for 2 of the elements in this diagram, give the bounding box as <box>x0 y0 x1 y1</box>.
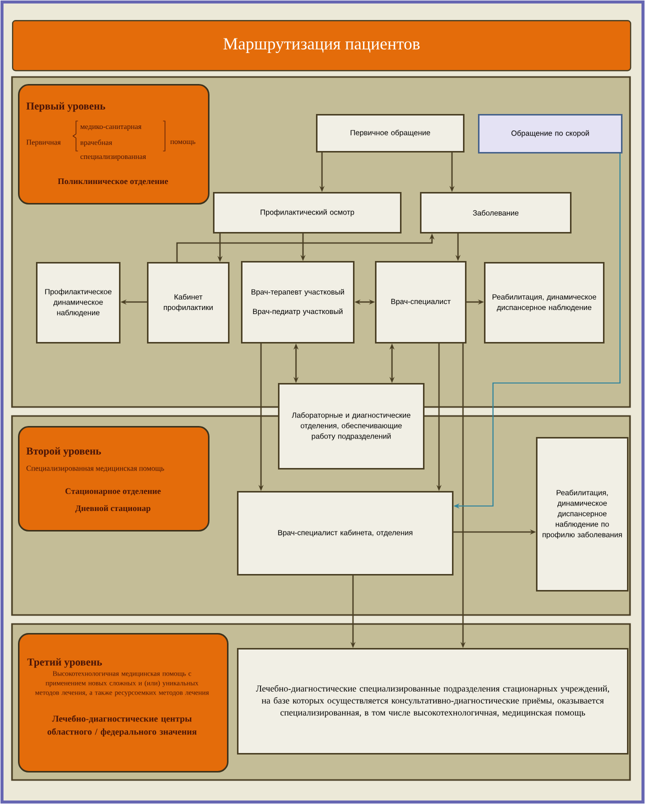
process-box: Лечебно-диагностические специализированные подразделения стационарных учреждений, на базе которых осуществляется консультативно-диагностические приёмы, оказывается специализированная, в том числе высокотехнологичная, медицинская помощь <box>237 648 628 754</box>
title-bar: Маршрутизация пациентов <box>12 20 632 72</box>
